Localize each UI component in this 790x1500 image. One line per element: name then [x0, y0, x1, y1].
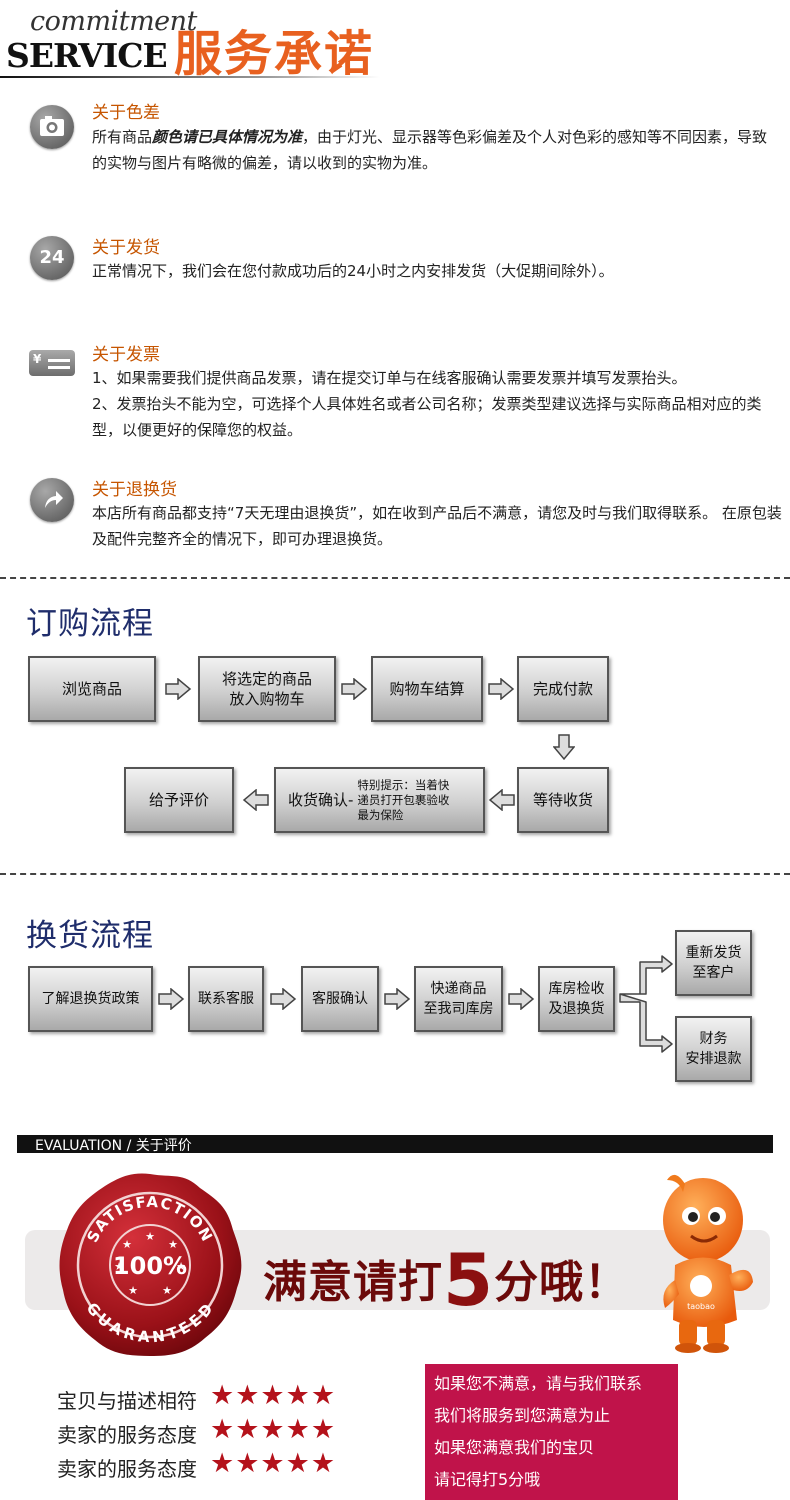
header-commitment: commitment: [30, 6, 197, 37]
svg-text:★: ★: [168, 1238, 178, 1251]
exchange-step-ship: 快递商品至我司库房: [414, 966, 503, 1032]
order-step-review: 给予评价: [124, 767, 234, 833]
rating-label: 卖家的服务态度: [57, 1423, 197, 1447]
svg-text:★: ★: [114, 1260, 124, 1273]
item-text-color: 所有商品颜色请已具体情况为准，由于灯光、显示器等色彩偏差及个人对色彩的感知等不同…: [92, 128, 768, 172]
arrow-right-icon: [508, 988, 535, 1010]
return-arrow-icon: [30, 478, 74, 522]
header-service: SERVICE: [6, 36, 168, 75]
arrow-right-icon: [158, 988, 185, 1010]
arrow-left-icon: [242, 789, 269, 811]
arrow-right-icon: [384, 988, 411, 1010]
order-step-pay: 完成付款: [517, 656, 609, 722]
svg-text:★: ★: [176, 1260, 186, 1273]
order-step-browse: 浏览商品: [28, 656, 156, 722]
rating-label: 卖家的服务态度: [57, 1457, 197, 1481]
camera-icon: [30, 105, 74, 149]
item-text-invoice-2: 2、发票抬头不能为空，可选择个人具体姓名或者公司名称；发票类型建议选择与实际商品…: [92, 395, 762, 439]
svg-text:★: ★: [128, 1284, 138, 1297]
order-step-add-cart: 将选定的商品放入购物车: [198, 656, 336, 722]
note-box: 如果您不满意，请与我们联系 我们将服务到您满意为止 如果您满意我们的宝贝 请记得…: [425, 1364, 678, 1500]
note-line: 请记得打5分哦: [434, 1470, 541, 1489]
item-title-color: 关于色差: [92, 103, 160, 123]
arrow-right-icon: [165, 678, 192, 700]
rating-stars: ★★★★★: [210, 1448, 337, 1479]
svg-text:★: ★: [145, 1230, 155, 1243]
arrow-right-icon: [341, 678, 368, 700]
rating-stars: ★★★★★: [210, 1380, 337, 1411]
rating-label: 宝贝与描述相符: [57, 1389, 197, 1413]
item-text-return: 本店所有商品都支持“7天无理由退换货”，如在收到产品后不满意，请您及时与我们取得…: [92, 504, 782, 548]
exchange-step-reship: 重新发货至客户: [675, 930, 752, 996]
header-divider: [0, 76, 380, 78]
section-divider: [0, 873, 790, 875]
item-text-invoice-1: 1、如果需要我们提供商品发票，请在提交订单与在线客服确认需要发票并填写发票抬头。: [92, 369, 687, 387]
item-title-shipping: 关于发货: [92, 238, 160, 258]
svg-text:★: ★: [162, 1284, 172, 1297]
invoice-icon: ¥: [29, 350, 75, 376]
item-title-return: 关于退换货: [92, 480, 177, 500]
headline: 满意请打5分哦！: [263, 1238, 630, 1322]
item-title-invoice: 关于发票: [92, 345, 160, 365]
arrow-right-icon: [488, 678, 515, 700]
page-title: 服务承诺: [174, 26, 375, 82]
item-text-shipping: 正常情况下，我们会在您付款成功后的24小时之内安排发货（大促期间除外）。: [92, 262, 614, 280]
branch-arrow-icon: [619, 955, 673, 1053]
arrow-left-icon: [488, 789, 515, 811]
evaluation-bar: EVALUATION / 关于评价: [17, 1135, 773, 1154]
arrow-down-icon: [553, 734, 575, 761]
order-step-confirm: 收货确认- 特别提示：当着快递员打开包裹验收最为保险: [274, 767, 485, 833]
exchange-step-contact: 联系客服: [188, 966, 264, 1032]
exchange-flow-title: 换货流程: [26, 918, 154, 954]
svg-text:100%: 100%: [113, 1252, 187, 1280]
svg-text:taobao: taobao: [687, 1302, 715, 1311]
arrow-right-icon: [270, 988, 297, 1010]
rating-stars: ★★★★★: [210, 1414, 337, 1445]
order-step-wait: 等待收货: [517, 767, 609, 833]
section-divider: [0, 577, 790, 579]
exchange-step-policy: 了解退换货政策: [28, 966, 153, 1032]
order-flow-title: 订购流程: [26, 606, 154, 642]
satisfaction-seal: SATISFACTION GUARANTEED 100% ★★★ ★★★★: [59, 1173, 242, 1356]
exchange-step-refund: 财务安排退款: [675, 1016, 752, 1082]
exchange-step-confirm: 客服确认: [301, 966, 379, 1032]
note-line: 我们将服务到您满意为止: [434, 1406, 611, 1425]
mascot-taobao: taobao: [663, 1174, 753, 1353]
note-line: 如果您满意我们的宝贝: [434, 1438, 595, 1457]
order-step-checkout: 购物车结算: [371, 656, 483, 722]
exchange-step-inspect: 库房检收及退换货: [538, 966, 615, 1032]
24-hours-icon: 24: [30, 236, 74, 280]
note-line: 如果您不满意，请与我们联系: [434, 1374, 643, 1393]
svg-text:★: ★: [122, 1238, 132, 1251]
